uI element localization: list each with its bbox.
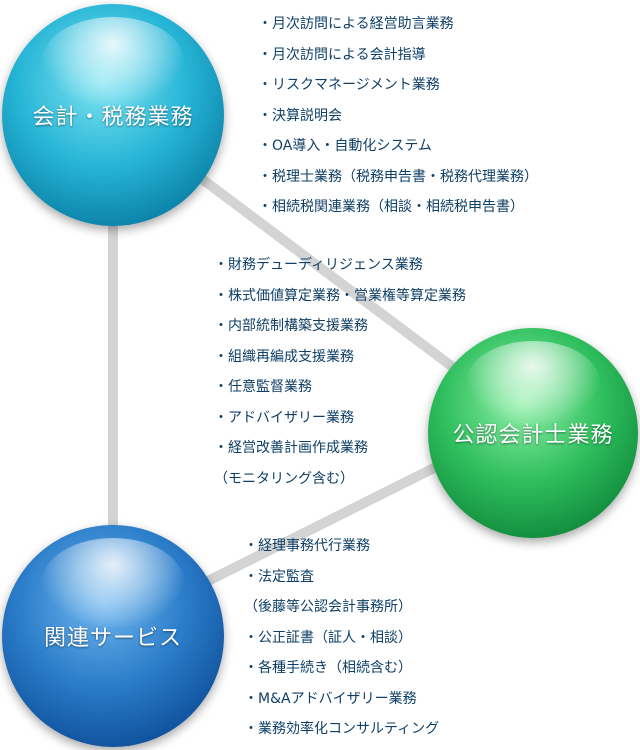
list-item: ・税理士業務（税務申告書・税務代理業務）	[258, 168, 538, 185]
sphere-cpa-label: 公認会計士業務	[452, 423, 614, 448]
list-item: ・アドバイザリー業務	[214, 409, 354, 426]
list-item: ・相続税関連業務（相談・相続税申告書）	[258, 199, 524, 215]
list-item: ・各種手続き（相続含む）	[244, 660, 412, 676]
list-item: ・リスクマネージメント業務	[258, 77, 440, 93]
sphere-cpa: 公認会計士業務	[428, 328, 638, 538]
list-item: ・経理事務代行業務	[244, 538, 370, 554]
list-item: ・株式価値算定業務・営業権等算定業務	[214, 287, 466, 304]
list-item: ・任意監督業務	[214, 379, 312, 395]
list-item: ・経営改善計画作成業務	[214, 440, 368, 456]
list-item: ・月次訪問による会計指導	[258, 46, 426, 63]
accounting-service-list: ・月次訪問による経営助言業務 ・月次訪問による会計指導 ・リスクマネージメント業…	[258, 9, 538, 223]
list-item: ・内部統制構築支援業務	[214, 318, 368, 334]
list-item: （後藤等公認会計事務所）	[244, 599, 412, 615]
cpa-service-list: ・財務デューディリジェンス業務 ・株式価値算定業務・営業権等算定業務 ・内部統制…	[214, 250, 466, 494]
connector-related-cpa	[185, 445, 475, 595]
list-item: （モニタリング含む）	[214, 470, 354, 487]
sphere-accounting-label: 会計・税務業務	[32, 105, 194, 130]
list-item: ・法定監査	[244, 568, 314, 585]
sphere-related-label: 関連サービス	[43, 626, 182, 651]
list-item: ・業務効率化コンサルティング	[244, 721, 440, 737]
connector-accounting-cpa	[185, 165, 475, 385]
list-item: ・決算説明会	[258, 107, 342, 124]
list-item: ・月次訪問による経営助言業務	[258, 16, 454, 32]
list-item: ・OA導入・自動化システム	[258, 138, 432, 154]
list-item: ・組織再編成支援業務	[214, 348, 354, 365]
sphere-accounting-tax: 会計・税務業務	[2, 4, 224, 226]
list-item: ・M&Aアドバイザリー業務	[244, 690, 417, 707]
list-item: ・財務デューディリジェンス業務	[214, 257, 423, 273]
sphere-related-services: 関連サービス	[2, 525, 224, 747]
list-item: ・公正証書（証人・相談）	[244, 629, 412, 646]
related-service-list: ・経理事務代行業務 ・法定監査 （後藤等公認会計事務所） ・公正証書（証人・相談…	[244, 531, 439, 745]
